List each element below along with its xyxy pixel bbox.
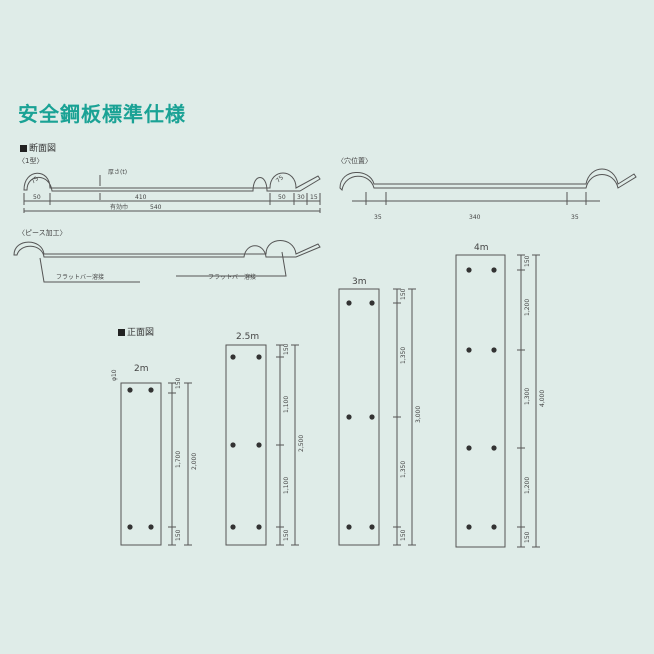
panel-2m bbox=[120, 382, 162, 546]
dim-2m-seg-2: 1,700 bbox=[175, 451, 182, 468]
dim-2m-seg-1: 150 bbox=[175, 377, 182, 389]
label-piece: 〈ピース加工〉 bbox=[18, 228, 67, 237]
dim-50b: 50 bbox=[278, 194, 286, 201]
section-cross-heading: 断面図 bbox=[20, 141, 56, 154]
dim-2m-seg-3: 150 bbox=[175, 529, 182, 541]
hole-340: 340 bbox=[469, 214, 481, 221]
profile-piece bbox=[13, 240, 321, 258]
dim-4m-seg-1: 150 bbox=[524, 255, 531, 267]
panel-label-3m: 3m bbox=[352, 277, 367, 287]
dim-4m-seg-2: 1,200 bbox=[524, 299, 531, 316]
label-radius-2: 75 bbox=[275, 174, 285, 184]
dim-3m-seg-3: 1,350 bbox=[400, 461, 407, 478]
dim-25m-seg-3: 1,100 bbox=[283, 477, 290, 494]
hole-35b: 35 bbox=[571, 214, 579, 221]
dim-25m-seg-4: 150 bbox=[283, 529, 290, 541]
dim-3m-total: 3,000 bbox=[415, 406, 422, 423]
dim-410: 410 bbox=[135, 194, 147, 201]
label-effective: 有効巾 bbox=[110, 203, 128, 211]
dim-3m-seg-2: 1,350 bbox=[400, 347, 407, 364]
panel-label-4m: 4m bbox=[474, 243, 489, 253]
profile-type1 bbox=[23, 172, 321, 192]
dim-15: 15 bbox=[310, 194, 318, 201]
dim-4m-total: 4,000 bbox=[539, 390, 546, 407]
dim-3m-seg-4: 150 bbox=[400, 529, 407, 541]
dim-50a: 50 bbox=[33, 194, 41, 201]
dim-4m-seg-3: 1,300 bbox=[524, 388, 531, 405]
label-flatbar-1: フラットバー溶接 bbox=[56, 273, 104, 281]
dim-25m-total: 2,500 bbox=[298, 435, 305, 452]
panel-label-2m: 2m bbox=[134, 364, 149, 374]
dim-25m-seg-1: 150 bbox=[283, 343, 290, 355]
panel-25m bbox=[225, 344, 267, 546]
dim-4m-seg-5: 150 bbox=[524, 531, 531, 543]
label-radius-1: 75 bbox=[30, 175, 40, 185]
dim-25m-seg-2: 1,100 bbox=[283, 396, 290, 413]
label-thickness: 厚さ(t) bbox=[108, 169, 127, 176]
panel-4m bbox=[455, 254, 506, 548]
dim-540: 540 bbox=[150, 204, 162, 211]
profile-holes bbox=[339, 168, 637, 192]
dim-3m-seg-1: 150 bbox=[400, 288, 407, 300]
dim-30: 30 bbox=[297, 194, 305, 201]
panel-label-25m: 2.5m bbox=[236, 332, 259, 342]
dim-4m-seg-4: 1,200 bbox=[524, 477, 531, 494]
hole-marks bbox=[127, 267, 497, 530]
label-holes: 〈穴位置〉 bbox=[337, 156, 372, 165]
hole-35a: 35 bbox=[374, 214, 382, 221]
page-title: 安全鋼板標準仕様 bbox=[18, 102, 186, 126]
label-flatbar-2: フラットバー溶接 bbox=[208, 273, 256, 281]
label-type1: 〈1型〉 bbox=[18, 156, 43, 165]
panel-3m bbox=[338, 288, 380, 546]
section-front-heading: 正面図 bbox=[118, 325, 154, 338]
hole-diameter: φ10 bbox=[111, 369, 118, 381]
dim-2m-total: 2,000 bbox=[191, 453, 198, 470]
